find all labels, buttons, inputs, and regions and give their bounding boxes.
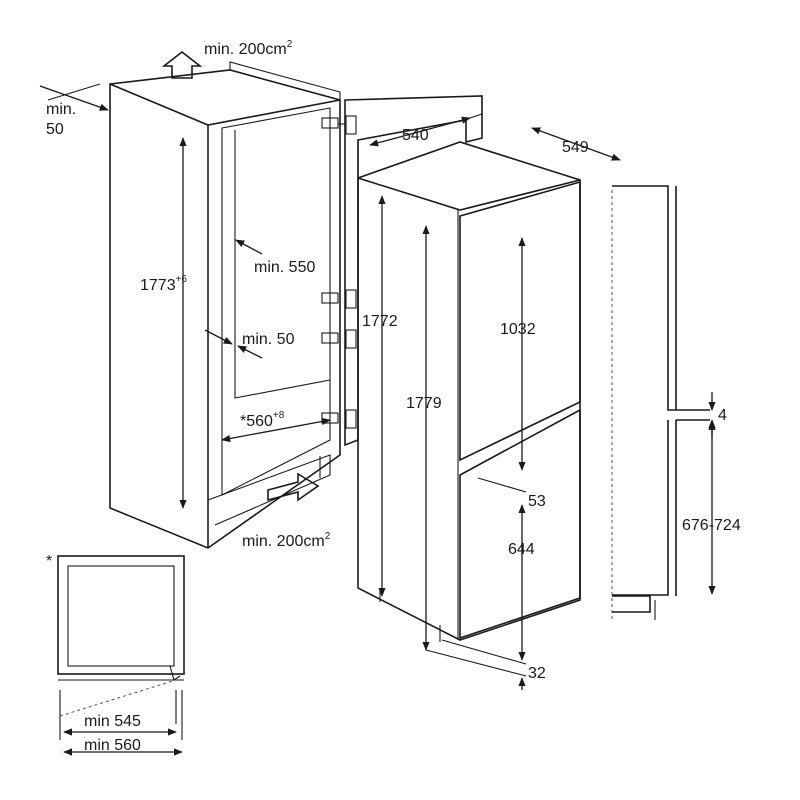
label-side-gap: 4 xyxy=(718,407,727,424)
label-min-560: min 560 xyxy=(84,737,141,754)
niche-dimensions xyxy=(39,83,331,509)
label-min-545: min 545 xyxy=(84,713,141,730)
label-asterisk: * xyxy=(46,553,52,570)
label-fridge-height: 1772 xyxy=(362,313,398,330)
side-section xyxy=(611,185,716,622)
hinge-top xyxy=(321,115,357,135)
label-bottom-gap: 32 xyxy=(528,665,546,682)
fridge-dimensions xyxy=(357,113,621,690)
label-upper-door: 1032 xyxy=(500,321,536,338)
label-gap-50: 50 xyxy=(46,121,64,138)
hinge-bottom xyxy=(321,409,357,429)
vent-arrow-top xyxy=(161,50,203,79)
label-depth-min-550: min. 550 xyxy=(254,259,315,276)
label-range: 676-724 xyxy=(682,517,741,534)
label-niche-height: 1773+6 xyxy=(140,274,187,294)
fridge-body xyxy=(357,141,581,642)
label-gap-min: min. xyxy=(46,101,76,118)
plan-detail xyxy=(57,555,185,756)
label-fridge-width: 540 xyxy=(402,127,429,144)
niche-cabinet xyxy=(109,61,357,549)
label-door-gap: 53 xyxy=(528,493,546,510)
hinge-middle xyxy=(321,289,357,349)
labels: min. 200cm2 min. 50 1773+6 min. 550 min.… xyxy=(46,39,741,754)
vent-arrow-bottom xyxy=(267,472,320,502)
label-fridge-depth: 549 xyxy=(562,139,589,156)
label-gap-inner-50: min. 50 xyxy=(242,331,295,348)
label-vent-bottom: min. 200cm2 xyxy=(242,531,331,550)
cabinet-door xyxy=(344,95,483,447)
label-total-height: 1779 xyxy=(406,395,442,412)
label-niche-width: *560+8 xyxy=(240,410,285,430)
label-lower-door: 644 xyxy=(508,541,535,558)
label-vent-top: min. 200cm2 xyxy=(204,39,293,58)
